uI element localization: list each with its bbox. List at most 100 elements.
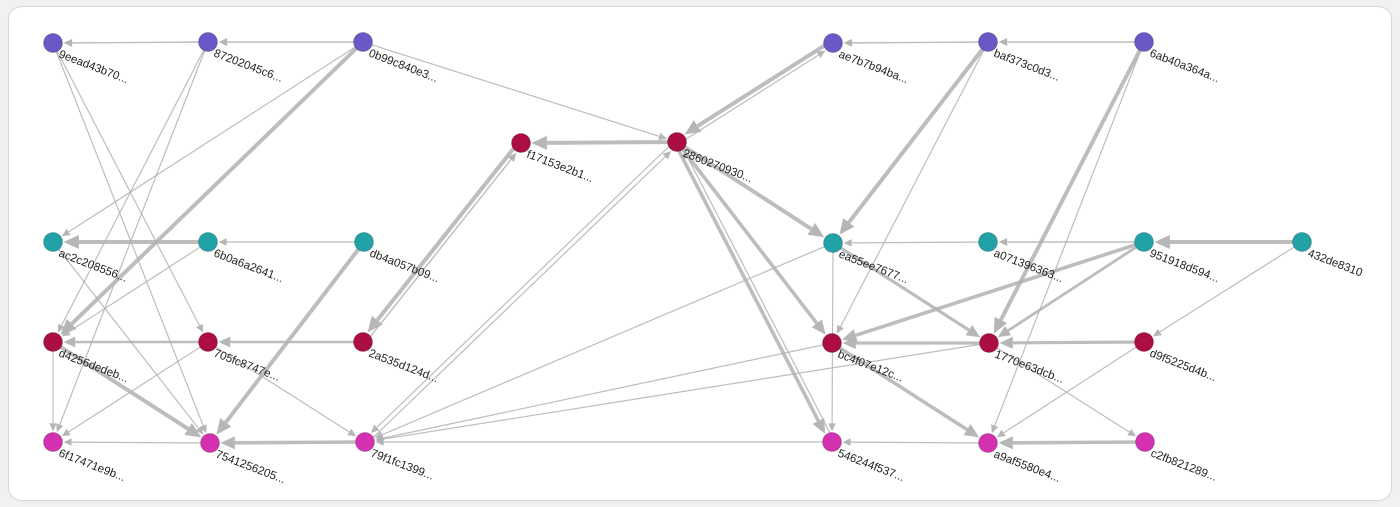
edge-arrowhead	[658, 132, 667, 140]
graph-edge-C6-D5	[1007, 240, 1145, 332]
node-label: 6b0a6a2641...	[212, 248, 285, 286]
graph-edge-D2-E3	[207, 341, 350, 433]
graph-edge-C4-D5	[832, 241, 970, 332]
graph-edge-E4-B2	[687, 157, 835, 442]
edge-arrowhead	[218, 238, 227, 246]
graph-node-c2fb821289[interactable]	[1135, 432, 1155, 452]
edge-arrowhead	[63, 336, 76, 348]
graph-edge-B2-E3	[376, 139, 676, 428]
graph-edge-D4-E3	[383, 342, 833, 439]
edge-arrowhead	[997, 325, 1012, 338]
graph-edge-A5-A4	[852, 41, 989, 44]
edge-arrowhead	[839, 218, 855, 235]
graph-edge-C5-C4	[851, 241, 989, 244]
graph-node-ea55ee7677[interactable]	[823, 233, 843, 253]
graph-edge-A5-C4	[847, 40, 990, 224]
node-label: bc4f07e12c...	[836, 349, 905, 385]
node-label: d9f5225d4b...	[1148, 348, 1218, 384]
graph-node-951918d594[interactable]	[1134, 232, 1154, 252]
node-label: ac2c208556...	[57, 248, 129, 285]
edge-arrowhead	[61, 328, 71, 337]
graph-node-705fc8747e[interactable]	[198, 332, 218, 352]
graph-node-0b99c840e3[interactable]	[353, 32, 373, 52]
graph-edge-C1-E2	[52, 241, 200, 429]
edge-arrowhead	[828, 423, 836, 432]
graph-edge-D3-B1	[364, 159, 512, 344]
graph-node-d4256dedeb[interactable]	[43, 332, 63, 352]
graph-edge-A2-D1	[61, 41, 209, 326]
graph-edge-B2-E4	[673, 142, 821, 422]
edge-arrowhead	[683, 150, 692, 160]
node-label: 79f1fc1399...	[369, 448, 435, 483]
node-label: 951918d594...	[1148, 248, 1221, 286]
graph-node-2a535d124d[interactable]	[353, 332, 373, 352]
node-label: d4256dedeb...	[57, 348, 130, 386]
graph-node-d9f5225d4b[interactable]	[1134, 332, 1154, 352]
edge-arrowhead	[662, 151, 672, 160]
edge-arrowhead	[842, 438, 851, 446]
edge-arrowhead	[998, 37, 1008, 47]
graph-node-f17153e2b1[interactable]	[511, 133, 531, 153]
edge-arrowhead	[999, 336, 1013, 349]
graph-edge-A3-C1	[68, 41, 364, 233]
graph-edge-B2-C4	[675, 140, 813, 231]
edge-arrowhead	[684, 120, 702, 135]
graph-node-2860270930[interactable]	[667, 132, 687, 152]
edge-arrowhead	[60, 318, 77, 335]
graph-edge-E5-E4	[850, 441, 989, 444]
graph-node-7541256205[interactable]	[200, 433, 220, 453]
graph-edge-A4-B2	[696, 39, 833, 128]
graph-node-546244f537[interactable]	[822, 432, 842, 452]
edge-arrowhead	[57, 323, 65, 333]
graph-edge-C4-E3	[381, 242, 834, 436]
edge-arrowhead	[991, 424, 999, 434]
graph-node-6ab40a364a[interactable]	[1134, 32, 1154, 52]
graph-node-6b0a6a2641[interactable]	[198, 232, 218, 252]
graph-edge-C4-E4	[831, 242, 834, 424]
edge-arrowhead	[370, 424, 380, 433]
graph-edge-A5-D4	[840, 41, 989, 327]
graph-node-ac2c208556[interactable]	[43, 232, 63, 252]
edge-arrowhead	[61, 228, 71, 237]
edge-arrowhead	[56, 423, 64, 433]
edge-arrowhead	[841, 329, 858, 342]
graph-edge-D6-E5	[1003, 341, 1145, 434]
edge-arrowhead	[996, 429, 1006, 438]
graph-node-79f1fc1399[interactable]	[355, 432, 375, 452]
edge-arrowhead	[220, 436, 235, 450]
graph-node-bc4f07e12c[interactable]	[822, 333, 842, 353]
node-label: 546244f537...	[836, 448, 906, 484]
edge-arrowhead	[196, 323, 204, 333]
edge-arrowhead	[965, 325, 981, 338]
edge-arrowhead	[347, 428, 357, 437]
graph-node-87202045c6[interactable]	[198, 32, 218, 52]
graph-edge-B2-A4	[677, 54, 819, 145]
graph-node-9eead43b70[interactable]	[43, 33, 63, 53]
node-label: 87202045c6...	[212, 48, 284, 85]
graph-edge-A6-E5	[994, 41, 1145, 426]
graph-node-6f17471e9b[interactable]	[43, 432, 63, 452]
graph-node-a9af5580e4[interactable]	[978, 433, 998, 453]
edge-arrowhead	[218, 37, 228, 47]
edge-arrowhead	[63, 235, 79, 249]
edge-arrowhead	[1127, 428, 1137, 437]
graph-edge-B2-D4	[675, 140, 819, 325]
graph-node-baf373c0d3[interactable]	[978, 32, 998, 52]
node-label: 6ab40a364a...	[1148, 48, 1221, 86]
graph-node-db4a057b09[interactable]	[354, 232, 374, 252]
graph-edge-B1-D3	[375, 140, 521, 322]
edge-arrowhead	[216, 418, 232, 435]
node-label: 6f17471e9b...	[57, 448, 127, 484]
graph-edge-C3-E2	[224, 240, 366, 424]
graph-node-432de8310[interactable]	[1292, 232, 1312, 252]
graph-node-a071396363[interactable]	[978, 232, 998, 252]
node-label: ea55ee7677...	[837, 249, 910, 287]
graph-edge-E3-B2	[366, 156, 666, 445]
graph-edge-A6-D5	[999, 41, 1146, 321]
edge-arrowhead	[367, 315, 383, 333]
graph-node-ae7b7b94ba[interactable]	[823, 33, 843, 53]
graph-node-1770e63dcb[interactable]	[979, 333, 999, 353]
edge-arrowhead	[843, 239, 852, 247]
node-label: c2fb821289...	[1149, 448, 1218, 484]
